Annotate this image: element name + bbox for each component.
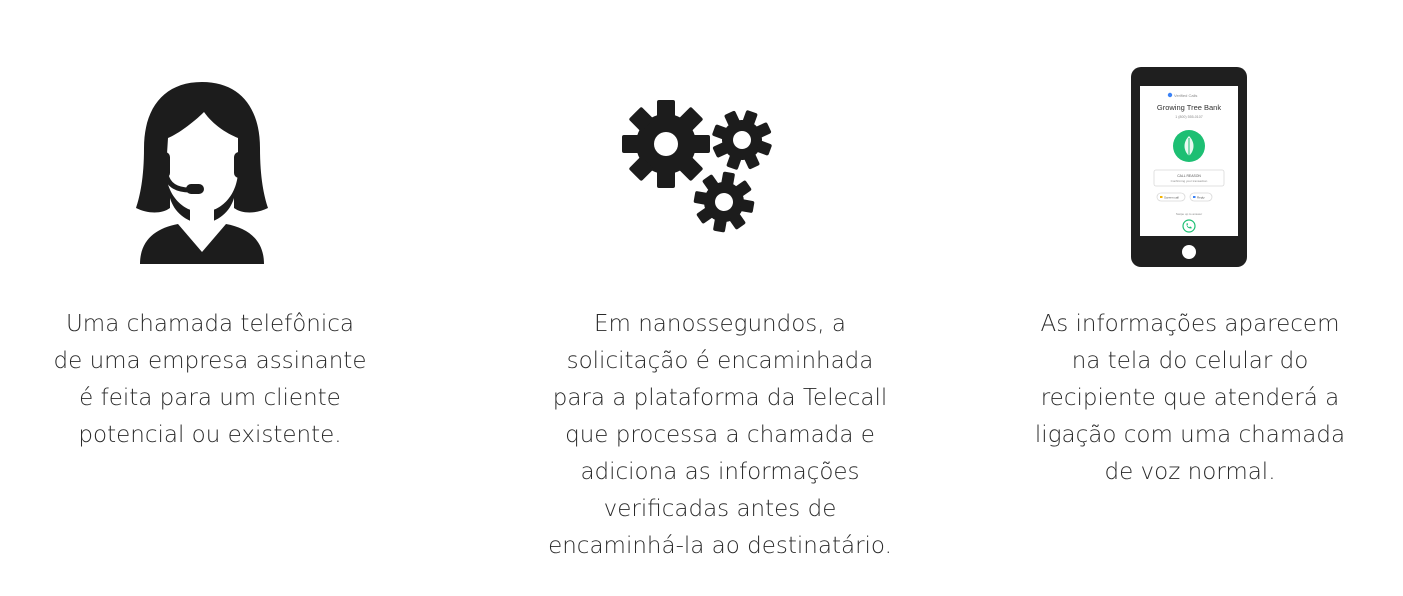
step-1: Uma chamada telefônica de uma empresa as… [0,0,420,596]
gears-icon [618,92,781,240]
caller-name: Growing Tree Bank [1157,103,1221,112]
reply-chip [1189,192,1213,202]
call-reason-text: Confirming your transaction [1171,179,1208,183]
step-3: Verified Calls Growing Tree Bank 1 (800)… [980,0,1400,596]
swipe-label: Swipe up to answer [1176,212,1202,216]
call-center-agent-icon [134,78,270,264]
caller-number: 1 (800) 555-0107 [1175,115,1203,119]
verified-calls-label: Verified Calls [1174,93,1197,98]
screen-call-chip [1156,192,1186,202]
step-1-caption: Uma chamada telefônica de uma empresa as… [53,311,367,448]
step-2: Em nanossegundos, a solicitação é encami… [500,0,940,596]
screen-call-chip-label: Screen call [1164,196,1179,200]
step-3-caption: As informações aparecem na tela do celul… [1034,311,1346,485]
step-2-caption: Em nanossegundos, a solicitação é encami… [548,311,892,559]
smartphone-icon: Verified Calls Growing Tree Bank 1 (800)… [1130,66,1248,268]
answer-button [1182,219,1196,233]
call-reason-card [1153,169,1225,187]
call-reason-title: CALL REASON [1177,174,1201,178]
reply-chip-label: Reply [1197,196,1205,200]
phone-handset-icon [1186,223,1192,229]
